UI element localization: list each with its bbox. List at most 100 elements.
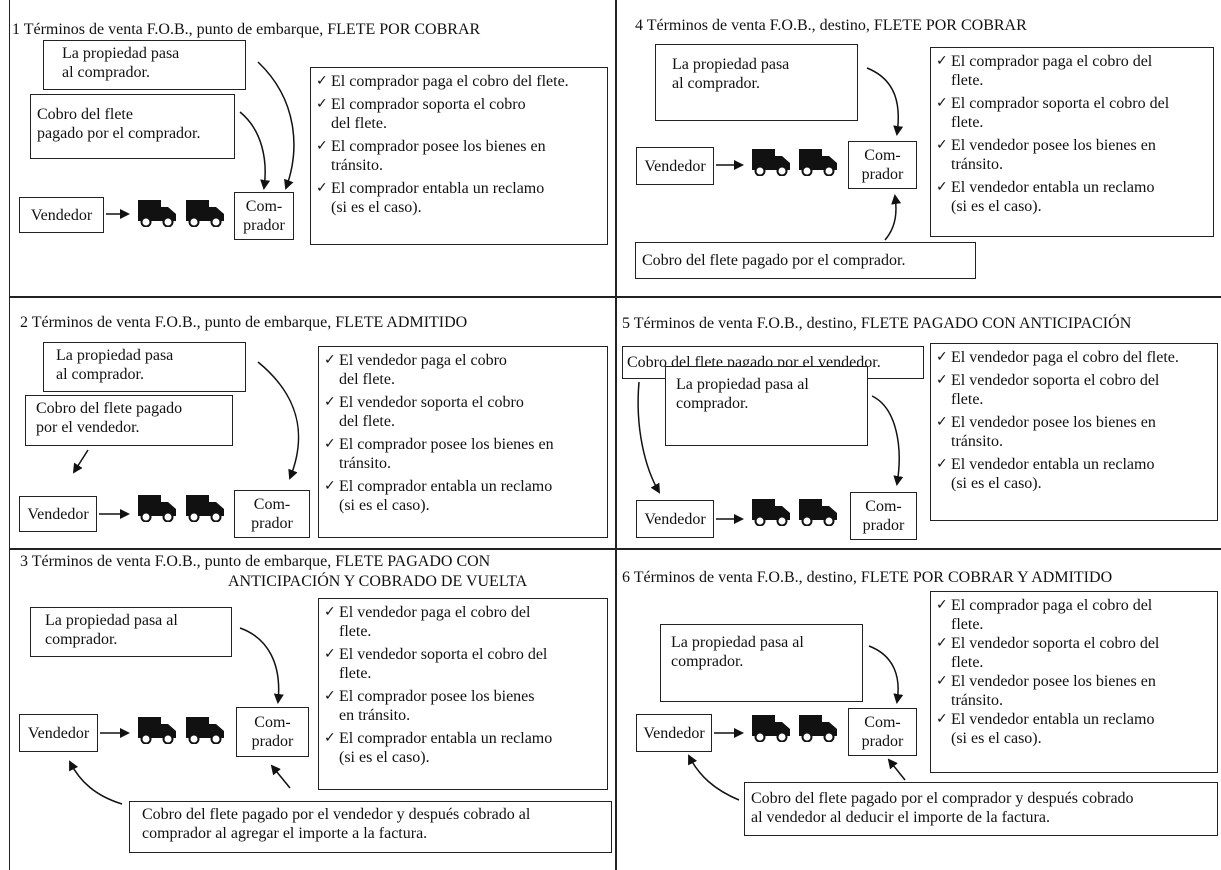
buyer-label-line: Com- [254,714,291,731]
freight-note: Cobro del flete pagado por el vendedor. [25,395,233,446]
panel-title-line: 1 Términos de venta F.O.B., punto de emb… [12,21,481,38]
freight-note-line: Cobro del flete pagado por el comprador … [751,790,1134,807]
buyer-label-line: Com- [864,714,901,731]
panel-4: 4 Términos de venta F.O.B., destino, FLE… [617,0,1221,296]
panel-2: 2 Términos de venta F.O.B., punto de emb… [0,298,615,548]
buyer-box: Com- prador [234,490,310,538]
buyer-label-line: Com- [864,147,901,164]
seller-box: Vendedor [19,496,97,532]
checklist-item: El comprador entabla un reclamo(si es el… [324,477,603,515]
frame-left-border [9,0,10,870]
panel-1: 1 Términos de venta F.O.B., punto de emb… [0,0,615,296]
property-note-line: La propiedad pasa al [45,612,178,629]
checklist-item: El vendedor entabla un reclamo(si es el … [936,710,1213,748]
panel-title: 3 Términos de venta F.O.B., punto de emb… [20,552,527,592]
truck-icon [186,200,224,227]
property-note: La propiedad pasa al comprador. [660,624,863,702]
property-note-line: comprador. [45,631,118,648]
seller-label: Vendedor [644,157,706,175]
freight-note-line: Cobro del flete [37,106,133,123]
checklist: El vendedor paga el cobro del flete. El … [930,343,1218,521]
seller-box: Vendedor [636,500,714,538]
row-divider-1 [9,296,1221,298]
checklist-item: El comprador entabla un reclamo(si es el… [324,729,603,767]
buyer-label-line: prador [251,515,293,532]
buyer-box: Com- prador [234,192,294,240]
truck-icon [799,499,837,526]
truck-icon [186,495,224,522]
property-note: La propiedad pasa al comprador. [655,44,858,121]
panel-3: 3 Términos de venta F.O.B., punto de emb… [0,550,615,870]
truck-icon [752,149,790,176]
freight-note-line: por el vendedor. [36,419,140,436]
freight-note: Cobro del flete pagado por el comprador … [744,782,1218,836]
seller-box: Vendedor [636,147,714,185]
checklist-item: El comprador paga el cobro del flete. [316,72,603,91]
seller-box: Vendedor [19,714,98,752]
buyer-label-line: prador [251,733,294,750]
seller-label: Vendedor [30,206,93,224]
checklist-item: El vendedor entabla un reclamo(si es el … [936,455,1213,493]
buyer-label-line: Com- [253,496,291,513]
buyer-label-line: prador [861,733,904,750]
property-note-line: comprador. [671,653,744,670]
property-note: La propiedad pasa al comprador. [30,607,232,657]
buyer-box: Com- prador [848,141,917,189]
panel-title-line: 3 Términos de venta F.O.B., punto de emb… [20,553,491,570]
property-note-line: al comprador. [62,64,150,81]
checklist-item: El comprador entabla un reclamo(si es el… [316,179,603,217]
truck-icon [752,499,790,526]
buyer-label-line: Com- [245,198,283,215]
freight-note-line: Cobro del flete pagado por el vendedor y… [142,806,531,823]
buyer-box: Com- prador [236,707,309,757]
panel-title-line: 6 Términos de venta F.O.B., destino, FLE… [622,569,1113,586]
row-divider-2 [9,548,1221,550]
seller-label: Vendedor [27,724,90,742]
panel-title: 2 Términos de venta F.O.B., punto de emb… [20,313,467,333]
center-divider [615,0,617,870]
panel-title: 6 Términos de venta F.O.B., destino, FLE… [622,568,1112,588]
buyer-label-line: Com- [865,498,902,515]
panel-title: 1 Términos de venta F.O.B., punto de emb… [12,20,480,40]
panel-title-line: 5 Términos de venta F.O.B., destino, FLE… [622,315,1132,332]
truck-icon [138,495,176,522]
truck-icon [186,717,224,744]
checklist-item: El comprador posee los bienes entránsito… [324,435,603,473]
truck-icon [799,715,837,742]
property-note-line: La propiedad pasa [62,45,180,62]
freight-note: Cobro del flete pagado por el comprador. [30,94,235,159]
seller-label: Vendedor [27,505,89,523]
panel-6: 6 Términos de venta F.O.B., destino, FLE… [617,550,1221,870]
checklist-item: El comprador posee los bienes entránsito… [316,137,603,175]
truck-icon [138,200,176,227]
property-note-line: La propiedad pasa [56,347,174,364]
buyer-box: Com- prador [848,708,917,756]
checklist: El comprador paga el cobro del flete. El… [310,67,608,245]
truck-icon [138,717,176,744]
checklist-item: El vendedor paga el cobro del flete. [936,348,1213,367]
property-note-line: al comprador. [672,75,760,92]
property-note-line: al comprador. [56,366,144,383]
property-note: La propiedad pasa al comprador. [43,40,246,90]
property-note-line: comprador. [676,395,749,412]
buyer-label-line: prador [243,217,285,234]
freight-note-line: pagado por el comprador. [37,125,201,142]
freight-note: Cobro del flete pagado por el comprador. [635,242,976,279]
property-note: La propiedad pasa al comprador. [43,342,246,392]
freight-note-line: Cobro del flete pagado por el comprador. [642,252,906,269]
seller-box: Vendedor [19,197,104,233]
property-note-line: La propiedad pasa al [676,376,809,393]
